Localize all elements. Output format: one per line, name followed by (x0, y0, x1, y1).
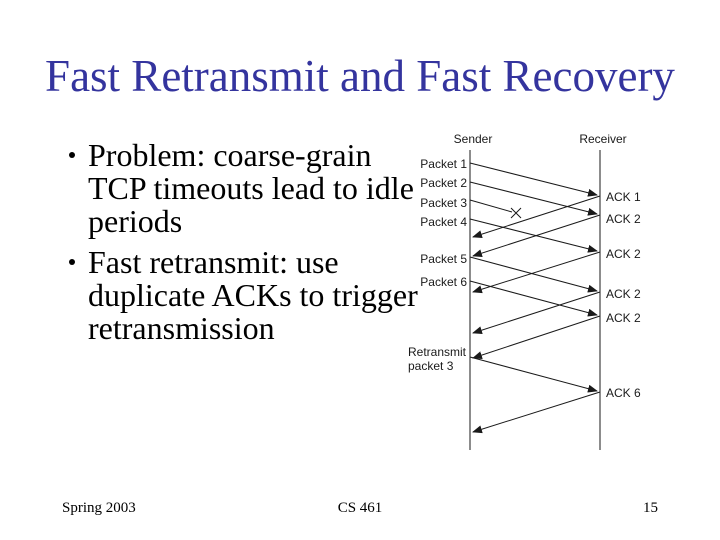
slide-title: Fast Retransmit and Fast Recovery (45, 51, 675, 101)
packet-label: Packet 5 (420, 252, 467, 266)
retransmit-label-line: packet 3 (408, 359, 454, 373)
packet-label: Packet 1 (420, 157, 467, 171)
ack-label: ACK 6 (606, 386, 641, 400)
packet5-arrow (469, 256, 598, 293)
bullet-text-line: TCP timeouts lead to idle (88, 170, 414, 206)
ack-label: ACK 1 (606, 190, 641, 204)
bullet-text-line: periods (88, 203, 183, 239)
retransmit-label-line: Retransmit (408, 345, 467, 359)
bullet-text-line: Fast retransmit: use (88, 244, 339, 280)
packet-loss-x-icon (510, 207, 522, 219)
sender-label: Sender (454, 132, 493, 146)
retransmit-packet3-arrow (469, 356, 598, 393)
footer-date: Spring 2003 (62, 500, 136, 516)
ack2-arrow (472, 214, 601, 258)
receiver-label: Receiver (579, 132, 626, 146)
ack6-arrow (472, 391, 601, 434)
ack-label: ACK 2 (606, 247, 641, 261)
bullet-item-fast-retransmit: Fast retransmit: use duplicate ACKs to t… (68, 246, 418, 345)
bullet-icon (69, 259, 75, 265)
ack1-arrow (472, 195, 601, 239)
bullet-text-line: retransmission (88, 310, 275, 346)
bullet-list: Problem: coarse-grain TCP timeouts lead … (68, 139, 418, 345)
footer-course: CS 461 (337, 500, 383, 516)
bullet-item-problem: Problem: coarse-grain TCP timeouts lead … (68, 139, 418, 238)
bullet-text-line: duplicate ACKs to trigger (88, 277, 418, 313)
ack2-dup-arrow (472, 291, 601, 335)
ack-label: ACK 2 (606, 287, 641, 301)
ack2-dup-arrow (472, 315, 601, 359)
packet4-arrow (469, 218, 598, 253)
ack-label: ACK 2 (606, 311, 641, 325)
packet3-lost-arrow (469, 199, 513, 213)
bullet-text-line: Problem: coarse-grain (88, 137, 372, 173)
packet1-arrow (469, 162, 598, 197)
packet-label: Packet 2 (420, 176, 467, 190)
ack-label: ACK 2 (606, 212, 641, 226)
packet-label: Packet 4 (420, 215, 467, 229)
packet-label: Packet 6 (420, 275, 467, 289)
packet2-arrow (469, 181, 598, 216)
ack2-dup-arrow (472, 251, 601, 294)
packet-label: Packet 3 (420, 196, 467, 210)
footer-page-number: 15 (643, 500, 658, 516)
bullet-icon (69, 152, 75, 158)
